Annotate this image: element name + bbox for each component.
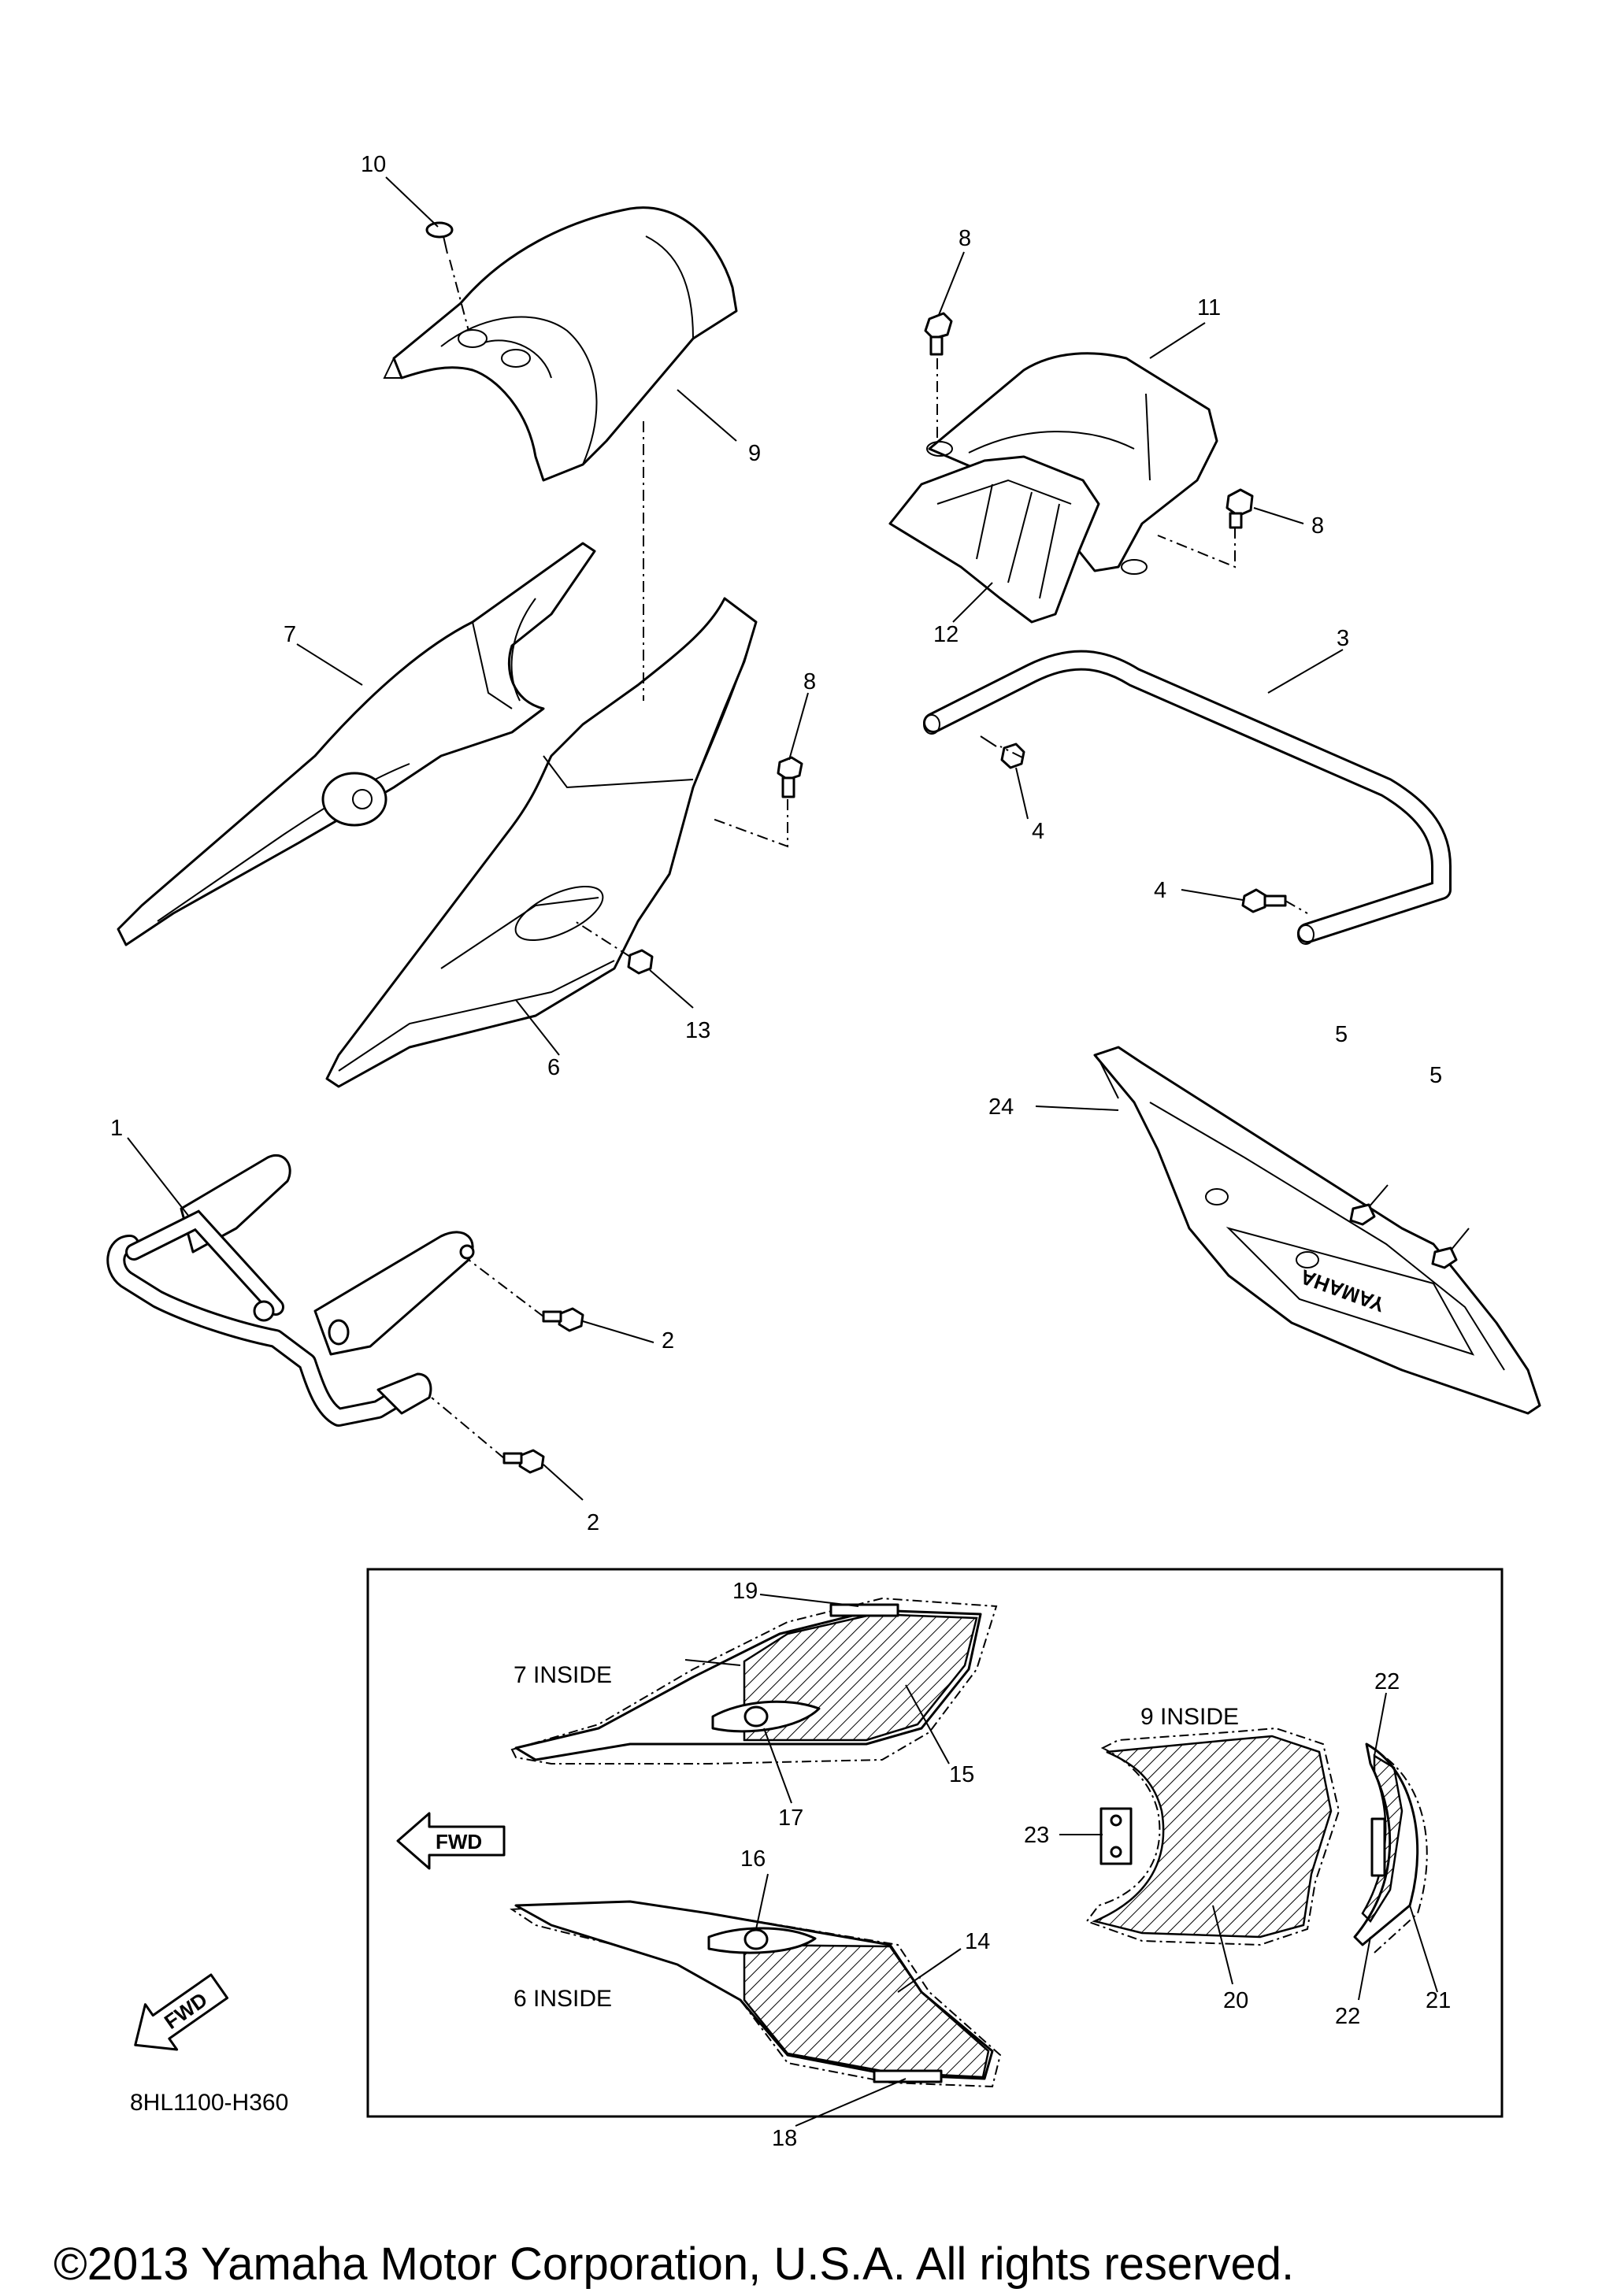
callout-5b: 5	[1429, 1063, 1442, 1088]
callout-8c: 8	[803, 669, 816, 694]
callout-20: 20	[1223, 1988, 1248, 2013]
part-2-bolt-upper	[542, 1307, 584, 1332]
callout-18: 18	[772, 2126, 797, 2151]
callout-5a: 5	[1335, 1022, 1348, 1047]
inset-leader-lines	[684, 1594, 1438, 2127]
part-11-tail-cover	[926, 352, 1218, 575]
callout-13: 13	[685, 1018, 710, 1043]
part-3-grab-bar	[923, 650, 1452, 945]
copyright-notice: ©2013 Yamaha Motor Corporation, U.S.A. A…	[54, 2239, 1294, 2290]
callout-15: 15	[949, 1762, 974, 1787]
callout-8b: 8	[1311, 513, 1324, 539]
callout-2a: 2	[662, 1328, 674, 1354]
callout-1: 1	[110, 1116, 123, 1141]
inside-view-inset: 7 INSIDE 6 INSIDE 9 INSIDE 19 15 17 16 1…	[366, 1568, 1504, 2151]
fwd-label: FWD	[436, 1830, 482, 1853]
callout-8a: 8	[959, 226, 971, 251]
part-7-inside-view	[510, 1597, 998, 1765]
part-8-bolt-top	[924, 312, 953, 356]
fwd-arrow-icon: FWD	[396, 1812, 506, 1870]
callout-24: 24	[988, 1094, 1014, 1120]
callout-22a: 22	[1374, 1669, 1400, 1694]
callout-14: 14	[965, 1929, 990, 1954]
caption-7-inside: 7 INSIDE	[514, 1662, 612, 1688]
callout-4a: 4	[1032, 819, 1044, 844]
callout-4b: 4	[1154, 878, 1166, 903]
fwd-arrow-icon-angled: FWD	[134, 1973, 229, 2051]
part-8-bolt-side	[777, 756, 803, 798]
callout-10: 10	[361, 152, 386, 177]
part-4-bolt-upper	[980, 735, 1025, 769]
part-1-bracket	[106, 1154, 475, 1427]
part-10-screw	[425, 221, 454, 254]
part-5-rivet-right	[1431, 1228, 1470, 1269]
caption-6-inside: 6 INSIDE	[514, 1986, 612, 2012]
part-4-bolt-lower	[1241, 888, 1287, 913]
diagram-code: 8HL1100-H360	[130, 2090, 288, 2116]
part-9-inside-view	[1085, 1727, 1340, 1946]
callout-19: 19	[732, 1579, 758, 1604]
part-2-bolt-lower	[502, 1449, 545, 1474]
leader-lines	[127, 176, 1344, 1501]
callout-21: 21	[1426, 1988, 1451, 2013]
callout-2b: 2	[587, 1510, 599, 1535]
part-9-side-detail	[1353, 1742, 1428, 1953]
part-24-rear-flap: YAMAHA	[1093, 1046, 1541, 1415]
callout-12: 12	[933, 622, 959, 647]
part-7-left-side-cover	[117, 542, 596, 946]
callout-23: 23	[1024, 1823, 1049, 1848]
callout-3: 3	[1337, 626, 1349, 651]
part-8-bolt-right	[1226, 488, 1254, 529]
part-5-rivet-left	[1349, 1184, 1389, 1226]
part-6-right-side-cover	[325, 597, 758, 1088]
callout-labels: 10 9 8 11 8 12 3 7 8 4 4 13 6 5 5 24 1 2…	[110, 152, 1442, 1535]
part-9-seat-cowl	[383, 206, 738, 482]
part-6-inside-view	[510, 1900, 1002, 2088]
callout-17: 17	[778, 1805, 803, 1831]
callout-9: 9	[748, 441, 761, 466]
part-13-bolt	[627, 949, 654, 975]
callout-11: 11	[1197, 295, 1221, 320]
callout-16: 16	[740, 1846, 766, 1872]
callout-7: 7	[284, 622, 296, 647]
callout-22b: 22	[1335, 2004, 1360, 2029]
assembly-lines	[431, 259, 1308, 1459]
callout-6: 6	[547, 1055, 560, 1080]
part-12-inner-cover	[888, 455, 1100, 624]
caption-9-inside: 9 INSIDE	[1140, 1704, 1239, 1730]
